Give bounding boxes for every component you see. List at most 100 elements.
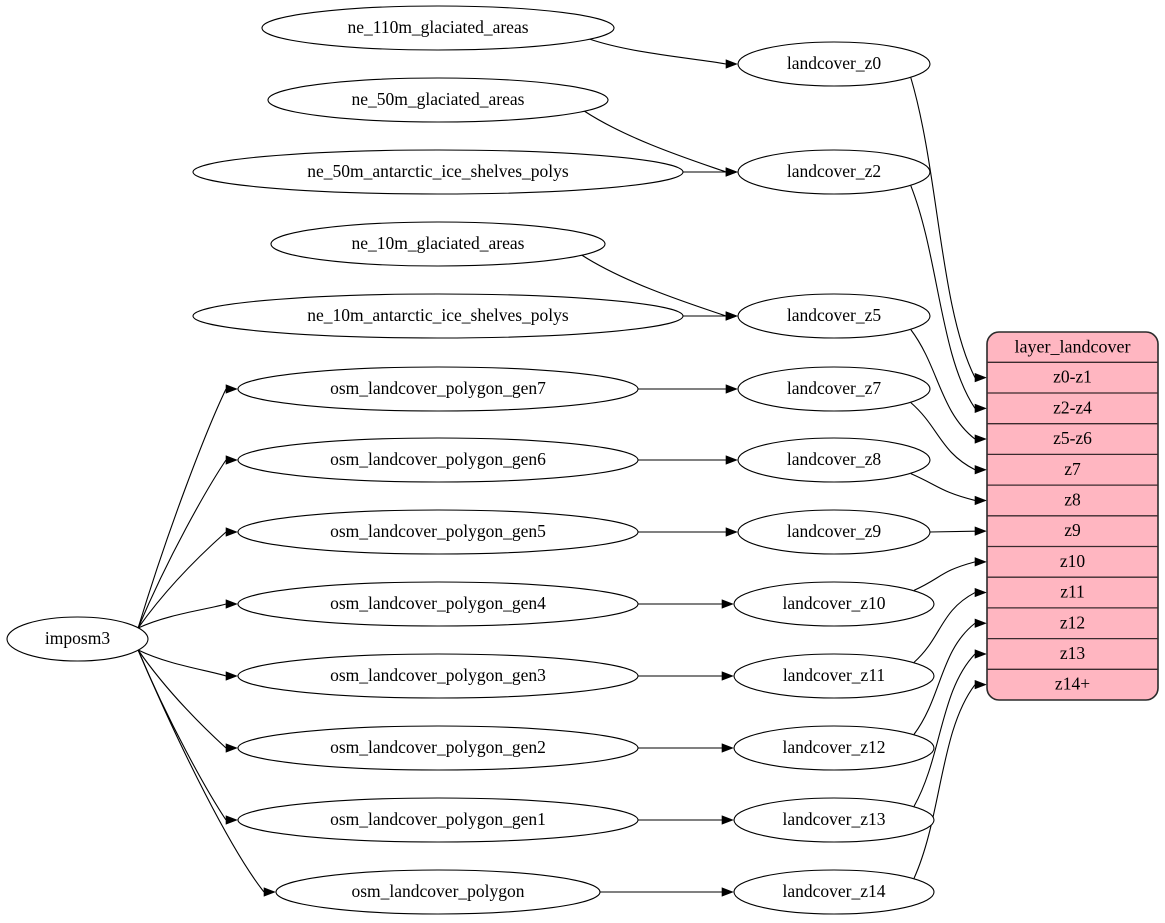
ne-source-node-ne50g[interactable]: ne_50m_glaciated_areas: [267, 77, 609, 123]
edge-arrowhead: [974, 680, 987, 690]
edge-gen3-to-lc_z11: [638, 671, 734, 681]
edge-arrowhead: [225, 671, 238, 681]
osm-table-node-gen3[interactable]: osm_landcover_polygon_gen3: [237, 653, 639, 699]
edge-arrowhead: [974, 557, 987, 567]
edge-path: [137, 649, 265, 893]
edge-arrowhead: [974, 649, 987, 659]
node-label: osm_landcover_polygon_gen6: [330, 449, 546, 469]
node-label: landcover_z0: [787, 53, 882, 73]
edge-gen1-to-lc_z13: [638, 815, 734, 825]
edge-arrowhead: [725, 384, 738, 394]
node-shape: [270, 221, 606, 267]
edge-path: [583, 110, 727, 173]
ne-source-node-ne10g[interactable]: ne_10m_glaciated_areas: [270, 221, 606, 267]
ne-source-node-ne50a[interactable]: ne_50m_antarctic_ice_shelves_polys: [192, 149, 684, 195]
node-shape: [237, 437, 639, 483]
osm-table-node-gen0[interactable]: osm_landcover_polygon: [275, 869, 601, 915]
landcover-view-node-lc_z10[interactable]: landcover_z10: [733, 581, 935, 627]
edge-path: [913, 622, 976, 735]
edge-imposm3-to-gen5: [137, 527, 238, 629]
node-label: landcover_z9: [787, 521, 882, 541]
node-shape: [733, 653, 935, 699]
osm-table-node-gen7[interactable]: osm_landcover_polygon_gen7: [237, 366, 639, 412]
edge-gen7-to-lc_z7: [638, 384, 738, 394]
edge-gen4-to-lc_z10: [638, 599, 734, 609]
table-row[interactable]: z9: [1064, 520, 1081, 540]
node-label: osm_landcover_polygon_gen1: [330, 809, 546, 829]
landcover-view-node-lc_z2[interactable]: landcover_z2: [737, 149, 931, 195]
edge-lc_z5-to-row_z5-z6: [910, 329, 987, 444]
edge-lc_z8-to-row_z8: [910, 473, 987, 506]
node-shape: [275, 869, 601, 915]
table-row-label: z0-z1: [1053, 367, 1092, 387]
landcover-view-node-lc_z11[interactable]: landcover_z11: [733, 653, 935, 699]
edge-lc_z10-to-row_z10: [913, 557, 987, 591]
edge-lc_z12-to-row_z12: [913, 618, 987, 735]
osm-table-node-gen2[interactable]: osm_landcover_polygon_gen2: [237, 725, 639, 771]
table-row[interactable]: z14+: [1055, 674, 1090, 694]
node-label: ne_110m_glaciated_areas: [347, 17, 528, 37]
edge-ne110g-to-lc_z0: [589, 38, 738, 69]
table-row[interactable]: z2-z4: [1053, 397, 1092, 417]
node-label: ne_10m_glaciated_areas: [352, 233, 525, 253]
table-row-label: z11: [1060, 582, 1085, 602]
table-row[interactable]: z8: [1064, 489, 1081, 509]
landcover-view-node-lc_z7[interactable]: landcover_z7: [737, 366, 931, 412]
osm-table-node-gen6[interactable]: osm_landcover_polygon_gen6: [237, 437, 639, 483]
edge-gen6-to-lc_z8: [638, 455, 738, 465]
table-row[interactable]: z10: [1060, 551, 1086, 571]
edge-path: [910, 402, 976, 471]
edge-lc_z7-to-row_z7: [910, 402, 987, 475]
table-row[interactable]: z7: [1064, 459, 1081, 479]
edge-path: [137, 459, 227, 629]
table-layer_landcover[interactable]: layer_landcover z0-z1 z2-z4 z5-z6 z7 z8 z9 z10 z…: [986, 331, 1159, 701]
table-row[interactable]: z13: [1060, 643, 1086, 663]
table-row[interactable]: z12: [1060, 612, 1085, 632]
ne-source-node-ne110g[interactable]: ne_110m_glaciated_areas: [261, 5, 615, 51]
edge-arrowhead: [974, 465, 987, 475]
landcover-view-node-lc_z0[interactable]: landcover_z0: [737, 41, 931, 87]
node-shape: [267, 77, 609, 123]
edge-arrowhead: [225, 599, 238, 609]
node-shape: [737, 366, 931, 412]
osm-table-node-gen4[interactable]: osm_landcover_polygon_gen4: [237, 581, 639, 627]
edge-arrowhead: [725, 59, 738, 69]
table-header-label: layer_landcover: [1015, 336, 1131, 356]
edge-path: [910, 185, 976, 409]
node-shape: [737, 41, 931, 87]
ne-source-node-ne10a[interactable]: ne_10m_antarctic_ice_shelves_polys: [192, 293, 684, 339]
node-shape: [192, 149, 684, 195]
node-label: ne_10m_antarctic_ice_shelves_polys: [307, 305, 569, 325]
edge-lc_z14-to-row_z14+: [913, 680, 987, 879]
landcover-view-node-lc_z12[interactable]: landcover_z12: [733, 725, 935, 771]
node-layer: imposm3 ne_110m_glaciated_areas ne_50m_gla…: [6, 5, 935, 915]
table-row-label: z12: [1060, 612, 1085, 632]
osm-table-node-gen5[interactable]: osm_landcover_polygon_gen5: [237, 509, 639, 555]
table-row-label: z10: [1060, 551, 1086, 571]
edge-path: [581, 254, 727, 317]
landcover-view-node-lc_z5[interactable]: landcover_z5: [737, 293, 931, 339]
table-row[interactable]: z0-z1: [1053, 367, 1092, 387]
landcover-view-node-lc_z13[interactable]: landcover_z13: [733, 797, 935, 843]
landcover-view-node-lc_z8[interactable]: landcover_z8: [737, 437, 931, 483]
edge-path: [910, 77, 976, 378]
table-row[interactable]: z11: [1060, 582, 1085, 602]
node-label: ne_50m_antarctic_ice_shelves_polys: [307, 161, 569, 181]
layer-landcover-table[interactable]: layer_landcover z0-z1 z2-z4 z5-z6 z7 z8 z9 z10 z…: [986, 331, 1159, 701]
node-label: landcover_z8: [787, 449, 882, 469]
table-row[interactable]: z5-z6: [1053, 428, 1092, 448]
node-label: landcover_z13: [782, 809, 885, 829]
landcover-view-node-lc_z14[interactable]: landcover_z14: [733, 869, 935, 915]
landcover-view-node-lc_z9[interactable]: landcover_z9: [737, 509, 931, 555]
edge-path: [137, 649, 227, 821]
edge-imposm3-to-gen3: [137, 649, 238, 681]
osm-table-node-gen1[interactable]: osm_landcover_polygon_gen1: [237, 797, 639, 843]
edge-path: [913, 592, 976, 663]
node-label: landcover_z2: [787, 161, 881, 181]
edge-lc_z9-to-row_z9: [929, 526, 987, 536]
edge-arrowhead: [721, 743, 734, 753]
source-node-imposm3[interactable]: imposm3: [6, 616, 149, 662]
node-label: landcover_z10: [782, 593, 885, 613]
node-shape: [733, 725, 935, 771]
edge-lc_z0-to-row_z0-z1: [910, 77, 987, 383]
